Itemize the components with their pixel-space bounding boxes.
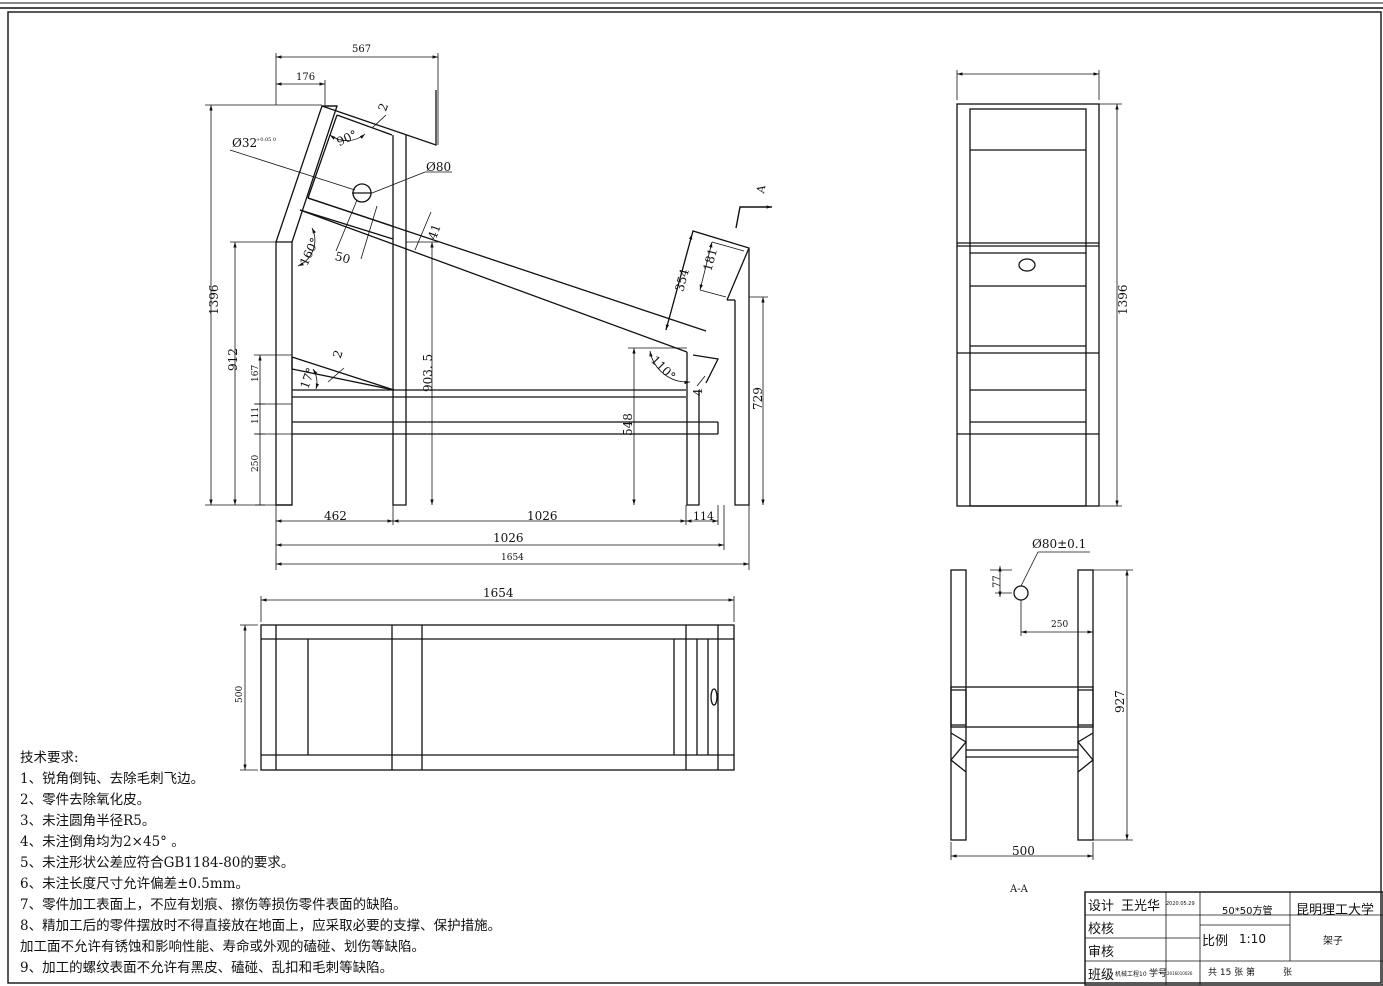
- student-label: 学号: [1149, 969, 1168, 979]
- dim-167: 167: [251, 365, 261, 382]
- dim-1026-upper: 1026: [527, 509, 558, 523]
- dim-hole-32: Ø32: [232, 136, 257, 150]
- dim-181: 181: [701, 247, 720, 273]
- section-marker-a: A: [754, 183, 769, 195]
- dim-77: 77: [992, 575, 1003, 588]
- dim-1654-front: 1654: [501, 553, 524, 563]
- dim-angle-110: 110°: [648, 353, 678, 383]
- scale-value: 1:10: [1239, 932, 1266, 946]
- note-item: 8、精加工后的零件摆放时不得直接放在地面上，应采取必要的支撑、保护措施。: [20, 918, 502, 934]
- dim-354: 354: [672, 267, 692, 293]
- dim-4: 4: [691, 388, 705, 396]
- notes-title: 技术要求:: [20, 750, 79, 766]
- note-item: 3、未注圆角半径R5。: [20, 813, 156, 829]
- dim-angle-90: 90°: [334, 127, 359, 149]
- dim-1396: 1396: [207, 284, 221, 315]
- review-label: 审核: [1088, 945, 1115, 960]
- note-item: 5、未注形状公差应符合GB1184-80的要求。: [20, 855, 295, 871]
- dim-hole-32-tolerance: +0.05 0: [256, 137, 276, 143]
- plan-view: [260, 624, 735, 771]
- dim-2-seat: 2: [330, 348, 346, 360]
- dim-500-section: 500: [1012, 844, 1035, 858]
- sheet-count: 共 15 张 第: [1208, 968, 1256, 978]
- note-item: 7、零件加工表面上，不应有划痕、擦伤等损伤零件表面的缺陷。: [20, 897, 407, 913]
- student-number: 2016010026: [1167, 971, 1193, 976]
- dim-927: 927: [1113, 690, 1127, 713]
- dim-angle-17: 17°: [298, 366, 318, 391]
- front-view: [275, 90, 750, 506]
- section-view: [950, 569, 1094, 841]
- section-view-dimensions: [950, 551, 1133, 860]
- dim-903-5: 903. 5: [421, 354, 435, 392]
- check-label: 校核: [1088, 922, 1115, 937]
- note-item: 4、未注倒角均为2×45° 。: [20, 834, 185, 850]
- dim-1396-side: 1396: [1116, 284, 1130, 315]
- sheet-suffix: 张: [1283, 968, 1293, 978]
- dim-462: 462: [324, 509, 347, 523]
- title-block: 设计 王光华 2020.05.29 50*50方管 昆明理工大学 校核 审核 比…: [1085, 892, 1383, 985]
- scale-label: 比例: [1202, 934, 1229, 949]
- note-item: 2、零件去除氧化皮。: [20, 792, 151, 808]
- dim-50: 50: [333, 249, 351, 266]
- dim-729: 729: [751, 387, 765, 410]
- title-block-grid: [1084, 891, 1383, 986]
- technical-requirements: 技术要求: 1、锐角倒钝、去除毛刺飞边。 2、零件去除氧化皮。 3、未注圆角半径…: [20, 748, 501, 979]
- material-spec: 50*50方管: [1222, 906, 1273, 917]
- dim-500-plan: 500: [235, 686, 245, 703]
- dim-1654-plan: 1654: [483, 586, 514, 600]
- part-name: 架子: [1323, 936, 1343, 947]
- class-label: 班级: [1088, 968, 1115, 983]
- designer-name: 王光华: [1121, 899, 1161, 914]
- dim-hole-80: Ø80: [426, 160, 451, 174]
- dim-567: 567: [352, 44, 371, 55]
- side-view-dimensions: [956, 70, 1122, 507]
- dim-114: 114: [693, 510, 714, 523]
- design-date: 2020.05.29: [1166, 901, 1195, 907]
- dim-hole-80-section: Ø80±0.1: [1032, 537, 1086, 551]
- dim-angle-160: 160°: [297, 236, 322, 268]
- dim-548: 548: [621, 413, 635, 436]
- dim-1026-lower: 1026: [493, 531, 524, 545]
- note-item: 1、锐角倒钝、去除毛刺飞边。: [20, 771, 205, 787]
- plan-view-dimensions: [240, 596, 735, 771]
- design-label: 设计: [1088, 899, 1115, 914]
- dim-41: 41: [425, 222, 443, 241]
- note-item: 6、未注长度尺寸允许偏差±0.5mm。: [20, 876, 249, 892]
- class-value: 机械工程10: [1115, 971, 1147, 978]
- dim-111: 111: [251, 407, 261, 424]
- note-item: 9、加工的螺纹表面不允许有黑皮、磕碰、乱扣和毛刺等缺陷。: [20, 960, 394, 976]
- note-item: 加工面不允许有锈蚀和影响性能、寿命或外观的磕碰、划伤等缺陷。: [20, 939, 425, 955]
- section-label: A-A: [1009, 884, 1029, 895]
- side-view: [956, 103, 1100, 507]
- dim-912: 912: [226, 348, 240, 371]
- school-name: 昆明理工大学: [1296, 903, 1375, 918]
- dim-176: 176: [296, 72, 315, 83]
- dim-2-top: 2: [375, 101, 391, 113]
- dim-250: 250: [251, 455, 261, 472]
- dim-250-section: 250: [1051, 620, 1068, 630]
- front-view-dimensions: [205, 53, 772, 570]
